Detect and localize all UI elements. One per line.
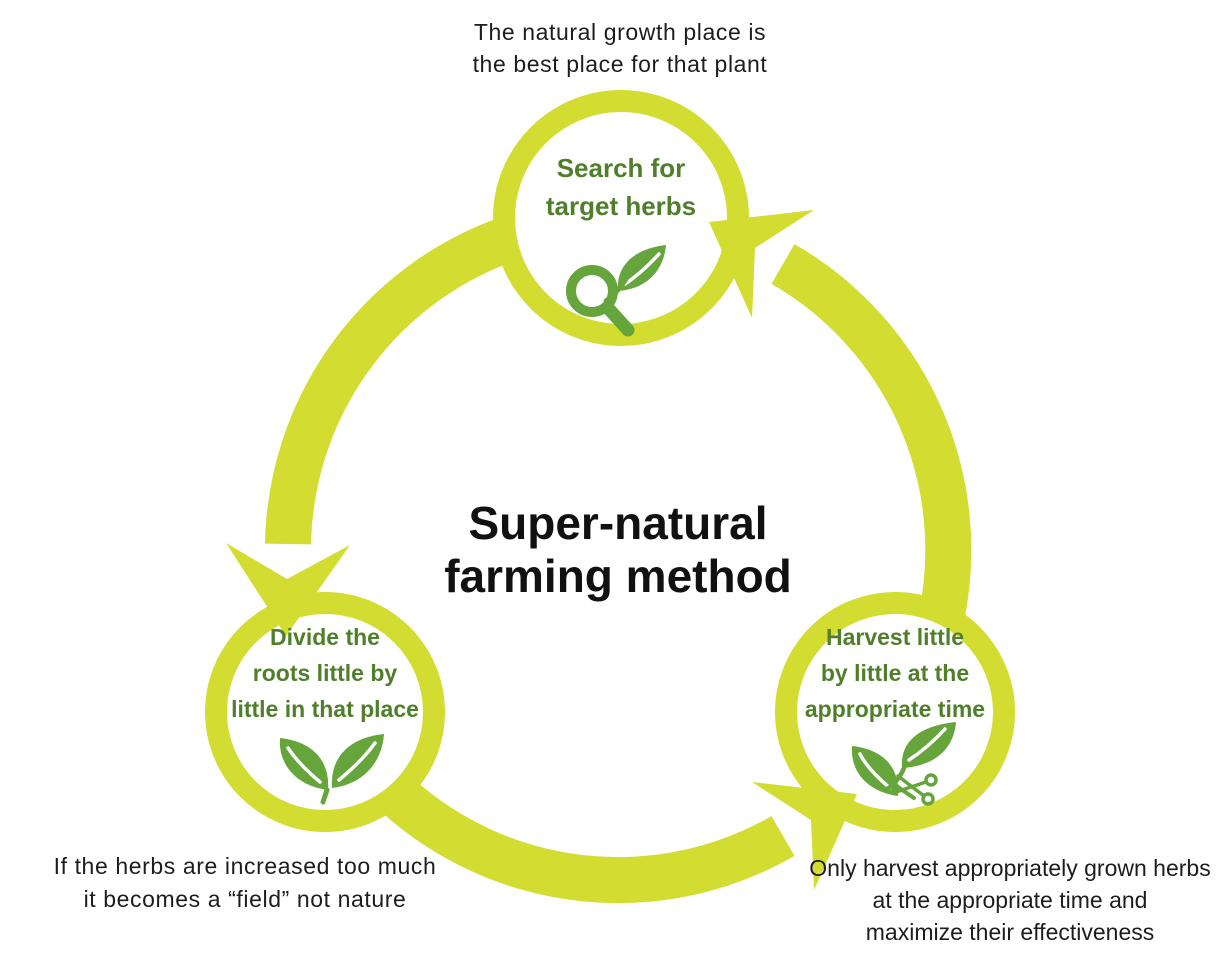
cycle-arc-harvest-to-search: [771, 244, 972, 624]
node-circle-harvest: [775, 592, 1015, 832]
lower-leaf-vein: [858, 752, 892, 790]
right-leaf-vein: [337, 741, 377, 782]
cycle-arc-divide-to-harvest: [381, 777, 795, 904]
caption-line: If the herbs are increased too much: [53, 853, 437, 879]
magnifier-leaf-icon: [566, 245, 666, 337]
scissors-blade: [894, 780, 928, 794]
diagram-title-line: farming method: [444, 550, 792, 602]
node-circle-search: [493, 90, 749, 346]
caption-line: the best place for that plant: [472, 51, 768, 77]
magnifier-lens-icon: [566, 265, 618, 317]
node-label-line: Harvest little: [825, 624, 965, 650]
caption-line: at the appropriate time and: [872, 887, 1148, 913]
caption-line: maximize their effectiveness: [865, 919, 1155, 945]
caption-line: Only harvest appropriately grown herbs: [809, 855, 1211, 881]
scissors-loop: [921, 792, 935, 806]
magnifier-handle: [601, 301, 635, 337]
node-label-line: Search for: [556, 153, 686, 183]
node-label-line: little in that place: [231, 696, 419, 722]
node-label-divide: Divide the roots little by little in tha…: [195, 619, 455, 727]
node-label-line: roots little by: [252, 660, 398, 686]
scissors-loop: [924, 773, 938, 787]
node-label-line: appropriate time: [804, 696, 986, 722]
leaf-vein: [623, 252, 661, 286]
node-label-line: target herbs: [545, 191, 697, 221]
arrowhead-to-divide-icon: [226, 543, 350, 636]
arrowhead-to-harvest-icon: [752, 782, 857, 890]
harvest-stem: [883, 765, 907, 793]
diagram-title: Super-natural farming method: [348, 497, 888, 603]
scissors-icon: [894, 773, 938, 806]
leaves-stem: [320, 787, 330, 805]
left-leaf-vein: [286, 746, 322, 784]
caption-top: The natural growth place is the best pla…: [310, 16, 930, 80]
cycle-arc-search-to-divide: [265, 218, 513, 545]
caption-bottom-left: If the herbs are increased too much it b…: [5, 850, 485, 916]
two-leaves-icon: [279, 734, 384, 805]
leaves-scissors-icon: [851, 722, 956, 806]
caption-line: The natural growth place is: [473, 19, 767, 45]
node-label-line: Divide the: [270, 624, 380, 650]
node-label-harvest: Harvest little by little at the appropri…: [765, 619, 1025, 727]
caption-line: it becomes a “field” not nature: [83, 886, 407, 912]
upper-leaf-vein: [907, 727, 947, 762]
node-label-search: Search for target herbs: [506, 149, 736, 225]
node-label-line: by little at the: [820, 660, 970, 686]
arrowhead-to-search-icon: [709, 210, 814, 318]
caption-bottom-right: Only harvest appropriately grown herbs a…: [795, 852, 1220, 948]
harvest-stem-branch: [892, 782, 916, 800]
diagram-title-line: Super-natural: [468, 497, 768, 549]
node-circle-divide: [205, 592, 445, 832]
